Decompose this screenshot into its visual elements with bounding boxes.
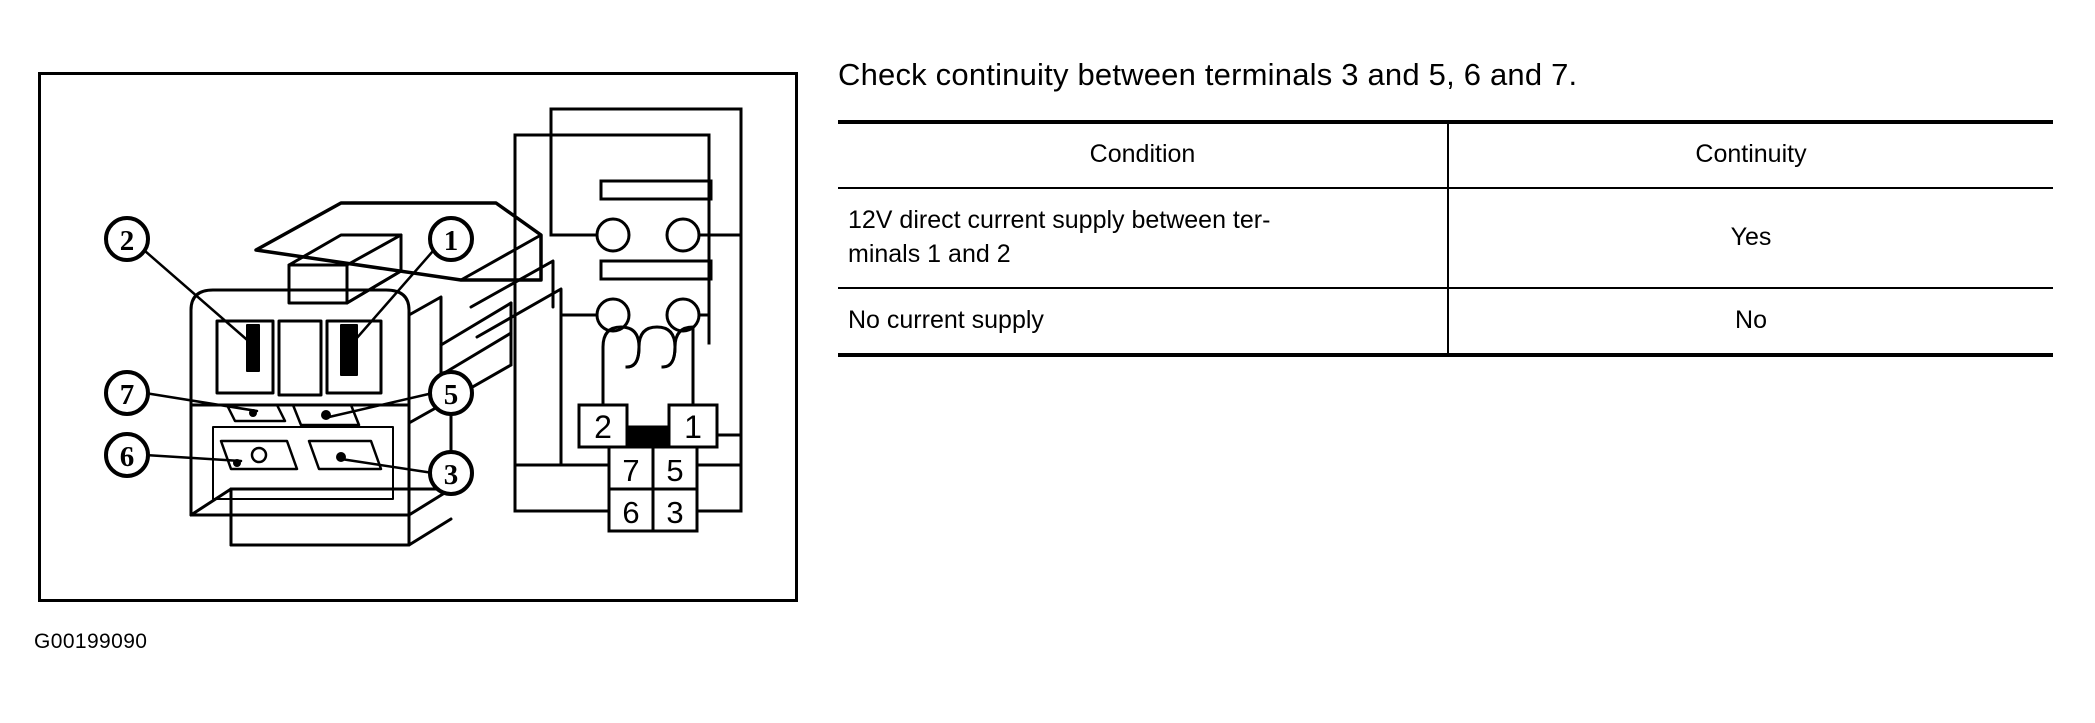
callout-2: 2: [104, 216, 150, 262]
check-continuity-heading: Check continuity between terminals 3 and…: [838, 57, 1578, 92]
coil-symbol: [601, 325, 695, 407]
terminal-box-3: [651, 487, 699, 533]
relay-figure-panel: 2 1 7 5 6 3: [38, 72, 798, 602]
continuity-table: Condition Continuity 12V direct current …: [838, 120, 2053, 357]
relay-pin-pads: [219, 403, 383, 471]
callout-2-label: 2: [120, 225, 135, 257]
condition-line-1: 12V direct current supply between ter-: [848, 206, 1271, 234]
terminal-connector-bar: [625, 425, 671, 449]
terminal-box-7: [607, 445, 655, 491]
contact-point-upper-right: [665, 217, 701, 253]
table-header: Condition Continuity: [838, 120, 2053, 189]
cell-condition: No current supply: [838, 288, 1449, 357]
contact-bridge-lower: [599, 259, 713, 281]
callout-7-label: 7: [120, 379, 135, 411]
callout-1-label: 1: [444, 225, 459, 257]
column-header-condition: Condition: [838, 120, 1449, 189]
callout-markers: 2 1 7 5 6 3: [104, 216, 474, 496]
relay-figure-svg: 2 1 7 5 6 3: [104, 107, 743, 547]
terminal-label-5: 5: [666, 453, 683, 488]
terminal-label-6: 6: [622, 495, 639, 530]
callout-6: 6: [104, 432, 150, 478]
callout-6-label: 6: [120, 441, 135, 473]
figure-caption: G00199090: [34, 630, 148, 653]
table-header-row: Condition Continuity: [838, 120, 2053, 189]
callout-7: 7: [104, 370, 150, 416]
continuity-section: Check continuity between terminals 3 and…: [838, 56, 2053, 357]
terminal-box-6: [607, 487, 655, 533]
condition-line-1: No current supply: [848, 306, 1044, 334]
terminal-label-1: 1: [684, 409, 702, 445]
schematic-outer-loop-top: [549, 107, 743, 377]
terminal-label-3: 3: [666, 495, 683, 530]
table-row: 12V direct current supply between ter- m…: [838, 188, 2053, 289]
callout-3: 3: [428, 450, 474, 496]
condition-line-2: minals 1 and 2: [848, 240, 1011, 268]
terminal-label-2: 2: [594, 409, 612, 445]
terminal-label-7: 7: [622, 453, 639, 488]
callout-5: 5: [428, 370, 474, 416]
table-row: No current supply No: [838, 288, 2053, 357]
contact-bridge-upper: [599, 179, 713, 201]
callout-leader-lines: [143, 249, 435, 475]
column-header-continuity: Continuity: [1448, 120, 2053, 189]
contact-point-upper-left: [595, 217, 631, 253]
relay-body-drawing: [189, 201, 563, 547]
cell-condition: 12V direct current supply between ter- m…: [838, 188, 1449, 289]
relay-schematic: [513, 107, 743, 533]
callout-3-label: 3: [444, 459, 459, 491]
table-body: 12V direct current supply between ter- m…: [838, 188, 2053, 357]
cell-continuity: No: [1448, 288, 2053, 357]
schematic-outer-loop-second: [513, 133, 711, 345]
callout-1: 1: [428, 216, 474, 262]
terminal-box-labels: 2 1 7 5 6 3: [594, 409, 702, 530]
callout-5-label: 5: [444, 379, 459, 411]
cell-continuity: Yes: [1448, 188, 2053, 289]
